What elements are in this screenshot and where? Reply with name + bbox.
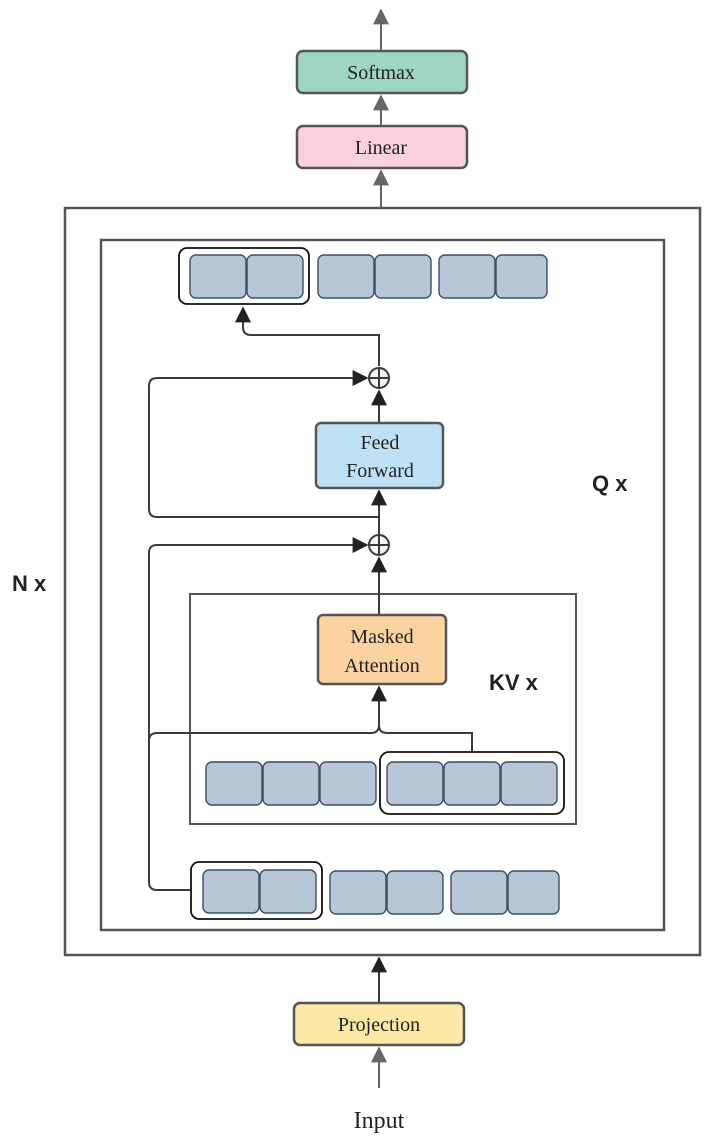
kv-layer-frame (189, 593, 577, 825)
token-cell (329, 870, 387, 915)
token-cell (374, 254, 432, 299)
feed-forward-block (314, 421, 445, 490)
token-cell (202, 869, 260, 914)
kv-repeat-label: KV x (489, 670, 539, 695)
token-cell (495, 254, 548, 299)
softmax-block (295, 49, 469, 95)
q-output-group (178, 247, 310, 305)
masked-attention-block (316, 613, 448, 686)
token-cell (438, 254, 496, 299)
token-cell (259, 869, 317, 914)
feed-forward-label: Forward (346, 460, 414, 482)
n-repeat-label: N x (12, 571, 47, 596)
q-layer-frame (99, 238, 666, 932)
kv-group (379, 751, 565, 815)
token-cell (205, 761, 263, 806)
upper-add-to-output-wire (235, 306, 380, 366)
projection-label: Projection (338, 1014, 420, 1036)
n-layer-frame (63, 206, 702, 957)
linear-label: Linear (355, 137, 408, 159)
token-cell (500, 761, 558, 806)
q-input-group (190, 861, 323, 920)
linear-block (295, 124, 469, 170)
token-cell (507, 870, 560, 915)
token-cell (386, 761, 444, 806)
token-cell (246, 254, 304, 299)
token-cell (450, 870, 508, 915)
softmax-label: Softmax (347, 62, 415, 84)
lower-residual-wire (148, 537, 369, 891)
token-cell (319, 761, 377, 806)
feed-forward-label: Feed (361, 432, 400, 454)
q-repeat-label: Q x (592, 471, 628, 496)
masked-attention-label: Attention (344, 655, 420, 677)
upper-residual-wire (148, 370, 379, 518)
token-cell (443, 761, 501, 806)
token-cell (189, 254, 247, 299)
query-wire (148, 685, 387, 745)
projection-block (292, 1001, 466, 1047)
input-label: Input (354, 1108, 405, 1134)
kv-wire (378, 724, 473, 752)
token-cell (262, 761, 320, 806)
token-cell (317, 254, 375, 299)
token-cell (386, 870, 444, 915)
masked-attention-label: Masked (350, 626, 413, 648)
